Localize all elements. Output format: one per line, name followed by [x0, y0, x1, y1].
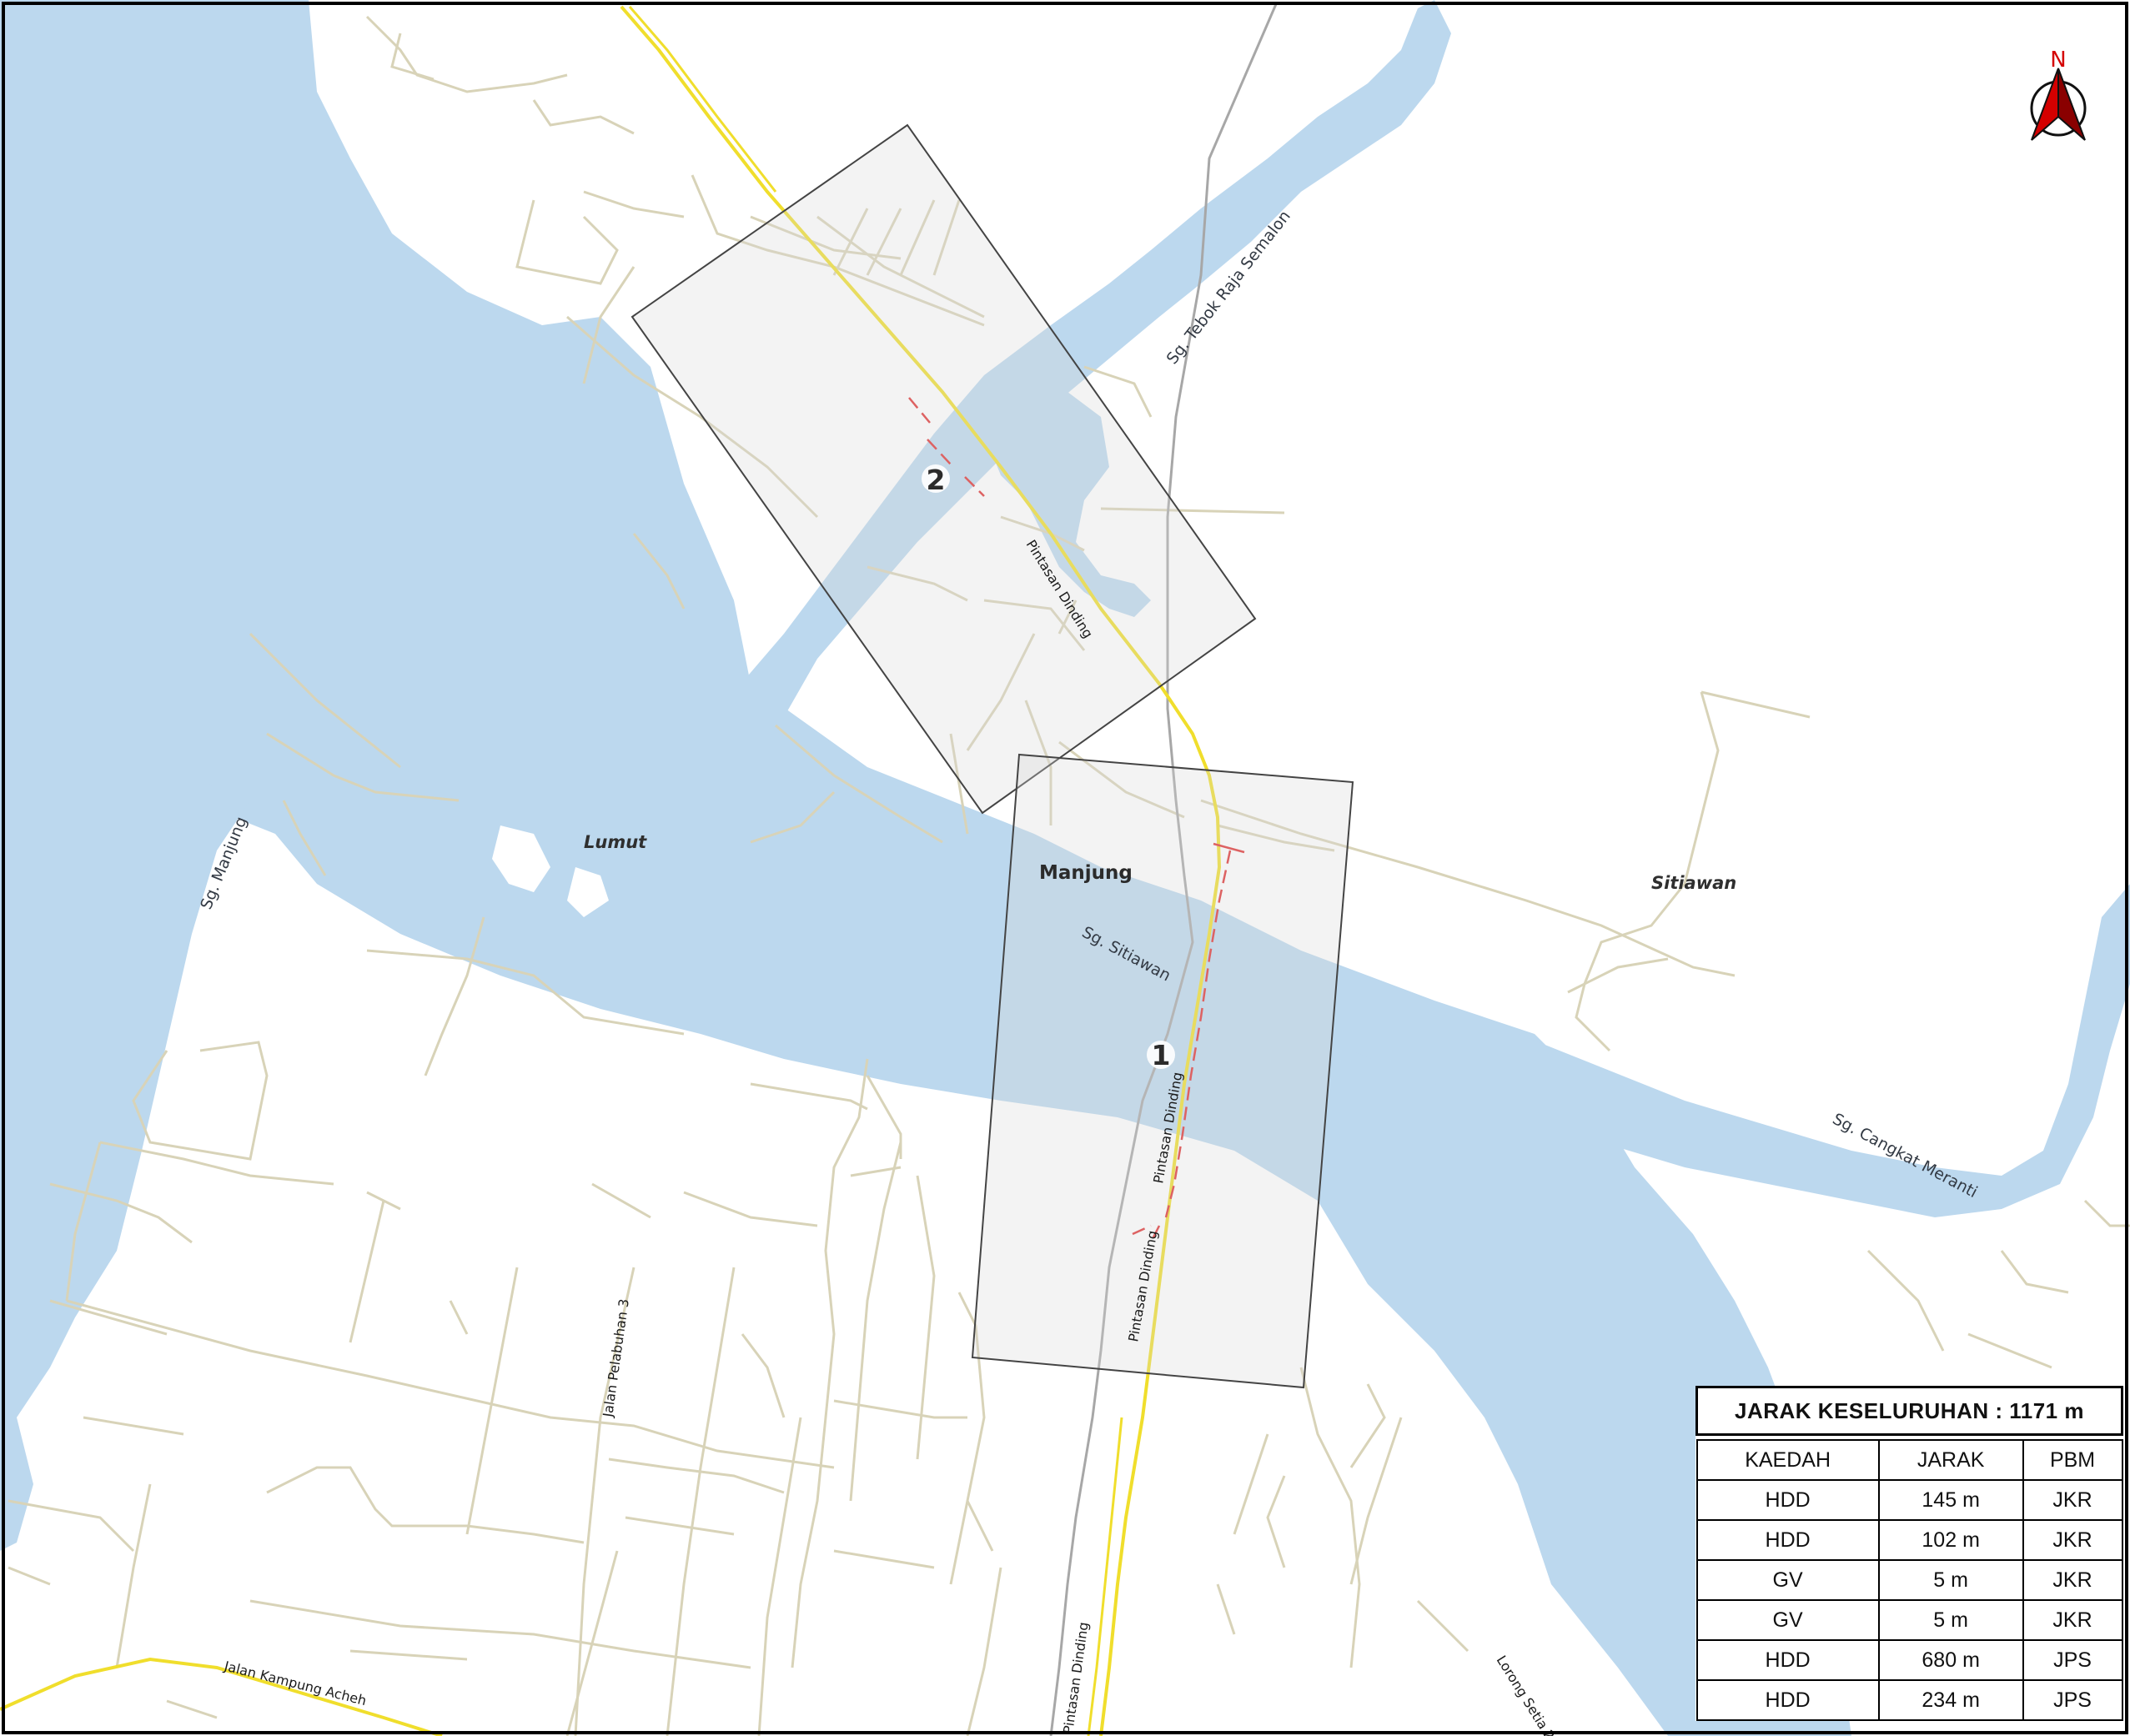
north-arrow-letter: N [2050, 48, 2066, 73]
cell-pbm: JKR [2022, 1599, 2123, 1641]
cell-jarak: 680 m [1877, 1639, 2024, 1681]
major-road-jalan-kampung-acheh [0, 1657, 443, 1736]
table-row: GV 5 m JKR [1695, 1559, 2123, 1601]
cell-jarak: 5 m [1877, 1559, 2024, 1601]
site-marker-2[interactable]: 2 [922, 464, 950, 496]
site-marker-1[interactable]: 1 [1147, 1039, 1175, 1071]
table-row: HDD 145 m JKR [1695, 1479, 2123, 1521]
cell-kaedah: GV [1695, 1599, 1880, 1641]
cell-kaedah: HDD [1695, 1519, 1880, 1561]
water-north-channel [734, 0, 1451, 750]
cell-pbm: JKR [2022, 1519, 2123, 1561]
water-inner-loop [984, 392, 1151, 617]
water-southwest [0, 1417, 33, 1551]
summary-table: JARAK KESELURUHAN : 1171 m KAEDAH JARAK … [1695, 1386, 2123, 1721]
site-marker-2-circle [922, 464, 950, 493]
summary-title: JARAK KESELURUHAN : 1171 m [1695, 1386, 2123, 1436]
header-jarak: JARAK [1877, 1439, 2024, 1481]
land-notch [492, 825, 550, 892]
cell-jarak: 234 m [1877, 1679, 2024, 1721]
water-west-channel [0, 0, 284, 1417]
cell-kaedah: HDD [1695, 1479, 1880, 1521]
site-marker-1-circle [1147, 1041, 1175, 1069]
summary-header-row: KAEDAH JARAK PBM [1695, 1439, 2123, 1481]
summary-title-row: JARAK KESELURUHAN : 1171 m [1695, 1386, 2123, 1436]
water-main-estuary [0, 0, 1851, 1736]
site-marker-2-label: 2 [927, 464, 946, 496]
water-east-channel [1301, 884, 2130, 1217]
table-row: GV 5 m JKR [1695, 1599, 2123, 1641]
land-notch [567, 867, 609, 917]
table-row: HDD 680 m JPS [1695, 1639, 2123, 1681]
place-label-lumut: Lumut [584, 832, 647, 852]
highlight-box-site-1[interactable] [971, 753, 1354, 1389]
cell-jarak: 102 m [1877, 1519, 2024, 1561]
place-label-manjung: Manjung [1039, 862, 1133, 884]
minor-roads [8, 15, 2130, 1736]
crossing-lines [908, 397, 1232, 1243]
cell-kaedah: HDD [1695, 1679, 1880, 1721]
cell-jarak: 5 m [1877, 1599, 2024, 1641]
cell-pbm: JPS [2022, 1639, 2123, 1681]
header-kaedah: KAEDAH [1695, 1439, 1880, 1481]
table-row: HDD 234 m JPS [1695, 1679, 2123, 1721]
cell-pbm: JPS [2022, 1679, 2123, 1721]
cell-jarak: 145 m [1877, 1479, 2024, 1521]
place-label-sitiawan: Sitiawan [1651, 873, 1736, 893]
crossing-tick [1213, 842, 1245, 854]
table-row: HDD 102 m JKR [1695, 1519, 2123, 1561]
north-arrow-icon: N [2030, 48, 2087, 141]
cell-kaedah: HDD [1695, 1639, 1880, 1681]
header-pbm: PBM [2022, 1439, 2123, 1481]
cell-pbm: JKR [2022, 1479, 2123, 1521]
major-road-pintasan-dinding [620, 5, 1222, 1736]
site-marker-1-label: 1 [1152, 1039, 1171, 1071]
cell-pbm: JKR [2022, 1559, 2123, 1601]
cell-kaedah: GV [1695, 1559, 1880, 1601]
railway-line [1049, 3, 1278, 1736]
